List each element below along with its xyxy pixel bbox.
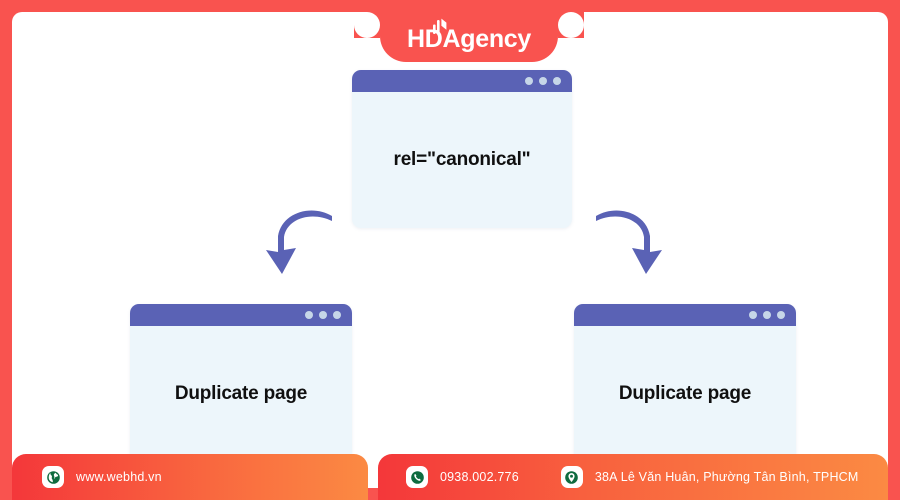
window-body: rel="canonical" <box>352 92 572 228</box>
window-dot-icon <box>553 77 561 85</box>
location-pin-icon <box>560 466 583 488</box>
window-dot-icon <box>777 311 785 319</box>
footer-website-item[interactable]: www.webhd.vn <box>42 466 162 488</box>
bar-chart-mark-icon <box>433 18 447 34</box>
window-titlebar <box>352 70 572 92</box>
brand-logo: HDAgency <box>380 18 558 56</box>
duplicate-page-label: Duplicate page <box>174 383 308 404</box>
window-dot-icon <box>539 77 547 85</box>
canonical-tag-label: rel="canonical" <box>393 149 531 170</box>
window-titlebar <box>574 304 796 326</box>
duplicate-page-label: Duplicate page <box>618 383 752 404</box>
footer-bar-contact: 0938.002.776 38A Lê Văn Huân, Phường Tân… <box>378 454 888 500</box>
window-dot-icon <box>305 311 313 319</box>
globe-icon <box>42 466 64 488</box>
footer-website-text: www.webhd.vn <box>76 470 162 484</box>
brand-banner <box>380 12 558 62</box>
footer-address-text: 38A Lê Văn Huân, Phường Tân Bình, TPHCM <box>594 470 859 484</box>
banner-flare-left <box>354 12 380 38</box>
footer-phone-item[interactable]: 0938.002.776 <box>406 466 519 488</box>
browser-window-duplicate-right[interactable]: Duplicate page <box>574 304 796 462</box>
footer-bar-website: www.webhd.vn <box>12 454 368 500</box>
footer-phone-text: 0938.002.776 <box>440 470 519 484</box>
window-dot-icon <box>525 77 533 85</box>
window-dot-icon <box>749 311 757 319</box>
window-body: Duplicate page <box>130 326 352 462</box>
brand-logo-text: HDAgency <box>406 24 532 53</box>
footer-contact-bars: www.webhd.vn 0938.002.776 <box>0 454 900 500</box>
footer-address-item[interactable]: 38A Lê Văn Huân, Phường Tân Bình, TPHCM <box>560 466 859 488</box>
browser-window-duplicate-left[interactable]: Duplicate page <box>130 304 352 462</box>
window-titlebar <box>130 304 352 326</box>
curved-arrow-down-right-icon <box>580 200 672 284</box>
phone-icon <box>406 466 428 488</box>
window-dot-icon <box>319 311 327 319</box>
curved-arrow-down-left-icon <box>256 200 348 284</box>
browser-window-canonical[interactable]: rel="canonical" <box>352 70 572 228</box>
window-dot-icon <box>333 311 341 319</box>
window-body: Duplicate page <box>574 326 796 462</box>
window-dot-icon <box>763 311 771 319</box>
banner-flare-right <box>558 12 584 38</box>
content-canvas: HDAgency rel="canonical" <box>12 12 888 488</box>
